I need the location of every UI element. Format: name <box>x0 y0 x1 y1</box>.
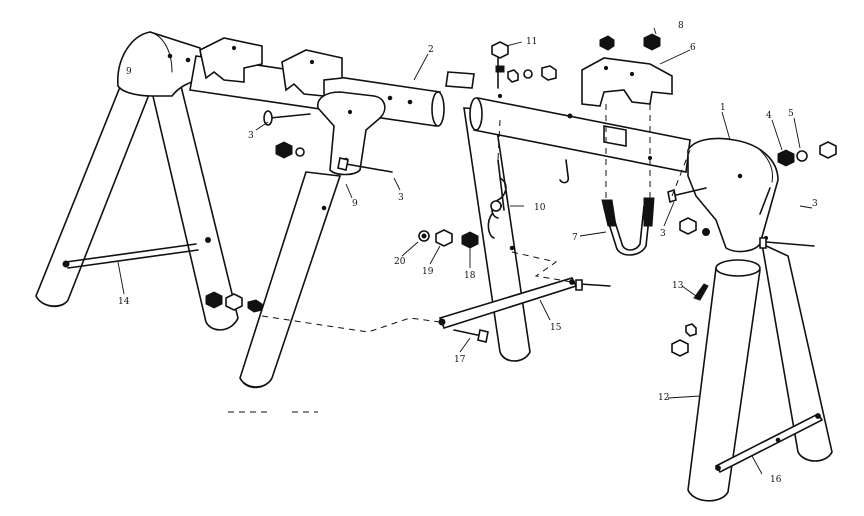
callout-20: 20 <box>394 257 406 267</box>
u-bolt-7 <box>603 207 651 256</box>
t-joint-9 <box>316 91 386 176</box>
callout-19: 19 <box>422 267 434 277</box>
cross-brace-15 <box>438 277 611 343</box>
left-elbow-19 <box>117 31 205 97</box>
assembly-guide-lines <box>228 119 691 413</box>
right-elbow-1 <box>687 137 779 253</box>
callout-14: 14 <box>118 297 130 307</box>
clamp-bracket-left-1 <box>199 37 263 83</box>
callout-3-middle: 3 <box>398 193 404 203</box>
callout-8: 8 <box>678 21 684 31</box>
top-beam-right <box>445 71 691 173</box>
callout-9-middle: 9 <box>352 199 358 209</box>
callout-17: 17 <box>454 355 466 365</box>
callout-16: 16 <box>770 475 782 485</box>
callout-3-left: 3 <box>248 131 254 141</box>
hanger-assembly <box>581 57 673 256</box>
callout-12: 12 <box>658 393 669 403</box>
left-brace-14 <box>65 243 197 263</box>
hanger-bracket-6 <box>581 57 673 107</box>
left-a-frame <box>35 31 239 331</box>
callout-4: 4 <box>766 111 772 121</box>
callout-7: 7 <box>572 233 578 243</box>
left-inner-leg <box>151 80 239 331</box>
right-a-frame <box>687 137 833 502</box>
clamp-bracket-left-2 <box>281 49 343 97</box>
callout-6: 6 <box>690 43 696 53</box>
callout-18: 18 <box>464 271 476 281</box>
middle-t-joint <box>239 91 531 389</box>
callout-3-far-right: 3 <box>812 199 818 209</box>
swing-hook-10 <box>487 159 570 239</box>
middle-leg-long <box>239 171 342 388</box>
callout-3-right: 3 <box>660 229 666 239</box>
callout-2: 2 <box>428 45 434 55</box>
callout-1: 1 <box>720 103 726 113</box>
callout-leaders <box>117 27 813 475</box>
top-beam-section-right <box>473 97 691 173</box>
callout-10: 10 <box>534 203 546 213</box>
callout-labels: 1 2 3 3 3 3 4 5 6 7 8 9 9 10 11 12 13 14… <box>118 21 818 485</box>
top-beam-left <box>189 37 445 127</box>
mounting-plate <box>445 71 475 89</box>
callout-13: 13 <box>672 281 684 291</box>
callout-11: 11 <box>526 37 537 47</box>
left-outer-leg <box>35 80 152 308</box>
callout-15: 15 <box>550 323 562 333</box>
callout-9-left: 9 <box>126 67 132 77</box>
callout-5: 5 <box>788 109 794 119</box>
